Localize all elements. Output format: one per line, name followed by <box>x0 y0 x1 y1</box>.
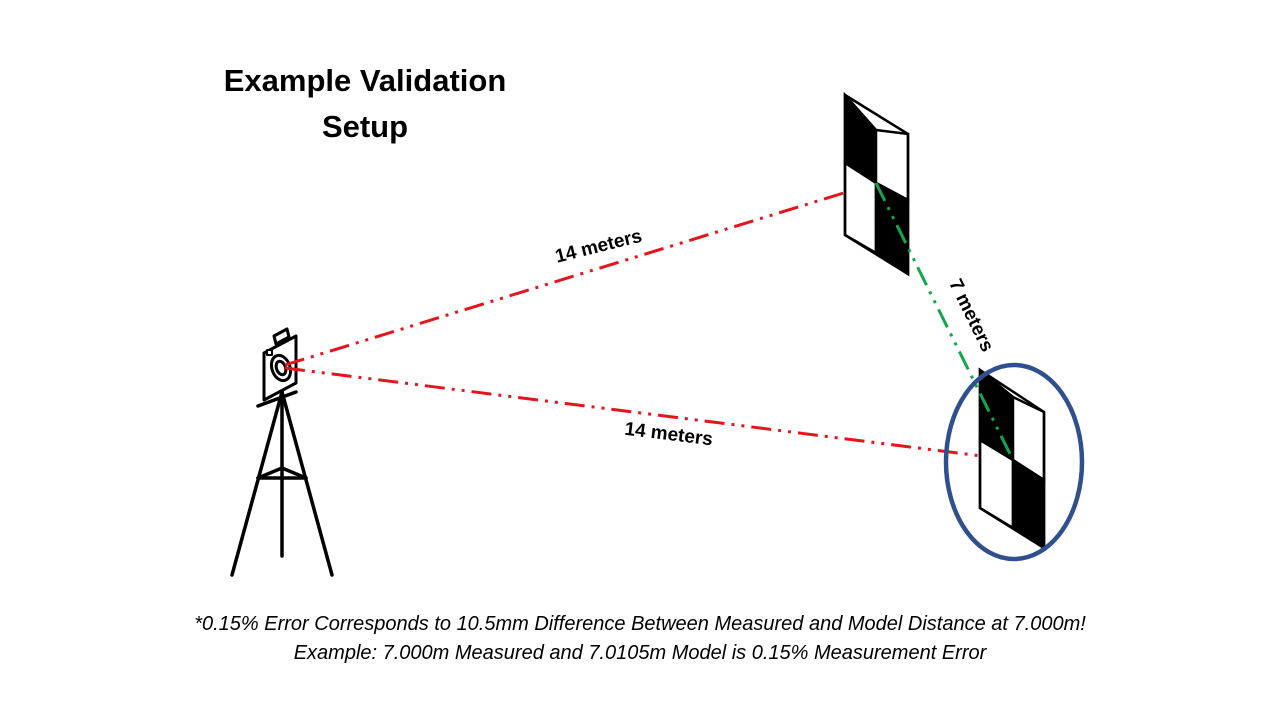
footnote-line-2: Example: 7.000m Measured and 7.0105m Mod… <box>293 642 987 664</box>
label-top-distance: 14 meters <box>553 226 644 268</box>
line-camera-to-top-target <box>284 181 877 367</box>
title-line-2: Setup <box>321 109 409 144</box>
line-camera-to-bottom-target <box>284 366 1014 462</box>
footnote: *0.15% Error Corresponds to 10.5mm Diffe… <box>0 610 1280 668</box>
camera-to-target-lines <box>284 181 1014 462</box>
footnote-line-1: *0.15% Error Corresponds to 10.5mm Diffe… <box>194 613 1086 635</box>
tripod-icon <box>230 390 334 577</box>
diagram-title: Example Validation Setup <box>165 58 565 150</box>
camera-icon <box>262 327 298 402</box>
label-between-targets: 7 meters <box>944 276 997 355</box>
line-between-targets <box>874 182 1015 461</box>
label-bottom-distance: 14 meters <box>623 419 714 451</box>
checkerboard-target-bottom <box>978 367 1046 551</box>
highlight-circle <box>943 362 1085 562</box>
title-line-1: Example Validation <box>223 63 507 98</box>
